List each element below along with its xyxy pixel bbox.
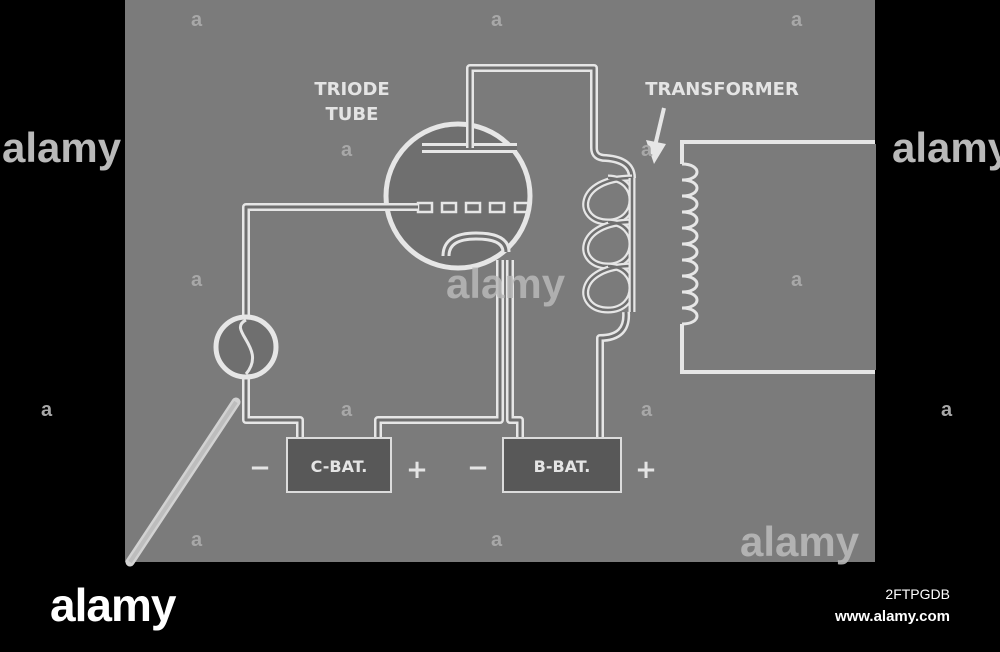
signal-source xyxy=(213,314,279,380)
svg-text:a: a xyxy=(491,9,503,31)
watermark-right: alamy xyxy=(892,124,1000,171)
svg-text:a: a xyxy=(41,399,53,421)
image-id: 2FTPGDB xyxy=(885,586,950,602)
svg-text:a: a xyxy=(791,269,803,291)
svg-text:a: a xyxy=(191,269,203,291)
watermark-corner: alamy xyxy=(740,518,860,565)
b-battery-plus: + xyxy=(635,455,657,485)
pointer-stick xyxy=(125,397,241,567)
watermark-small-marks: a a a a a a a a a a a a a xyxy=(41,9,953,551)
c-battery-plus: + xyxy=(406,455,428,485)
svg-text:a: a xyxy=(191,9,203,31)
tube-grid xyxy=(416,201,531,214)
watermark-left: alamy xyxy=(2,124,122,171)
triode-label-line2: TUBE xyxy=(326,104,379,125)
svg-text:a: a xyxy=(641,399,653,421)
svg-text:a: a xyxy=(491,529,503,551)
svg-text:a: a xyxy=(641,139,653,161)
svg-text:a: a xyxy=(941,399,953,421)
b-battery-minus: − xyxy=(467,453,489,483)
c-battery-minus: − xyxy=(249,453,271,483)
b-battery: B-BAT. xyxy=(502,437,622,493)
svg-text:a: a xyxy=(341,139,353,161)
svg-text:a: a xyxy=(191,529,203,551)
tube-envelope xyxy=(383,121,533,271)
watermark-center: alamy xyxy=(446,260,566,307)
transformer-arrow xyxy=(646,107,666,164)
footer-logo: alamy xyxy=(50,579,176,631)
svg-text:a: a xyxy=(341,399,353,421)
b-battery-label: B-BAT. xyxy=(534,457,591,476)
c-battery-label: C-BAT. xyxy=(311,457,368,476)
triode-label-line1: TRIODE xyxy=(314,79,389,100)
footer-url[interactable]: www.alamy.com xyxy=(834,608,950,625)
svg-text:a: a xyxy=(791,9,803,31)
primary-coil xyxy=(582,174,636,314)
transformer-label: TRANSFORMER xyxy=(645,79,799,100)
secondary-coil xyxy=(680,140,876,374)
triode-tube xyxy=(383,121,533,271)
c-battery: C-BAT. xyxy=(286,437,392,493)
circuit-wires xyxy=(242,64,636,440)
